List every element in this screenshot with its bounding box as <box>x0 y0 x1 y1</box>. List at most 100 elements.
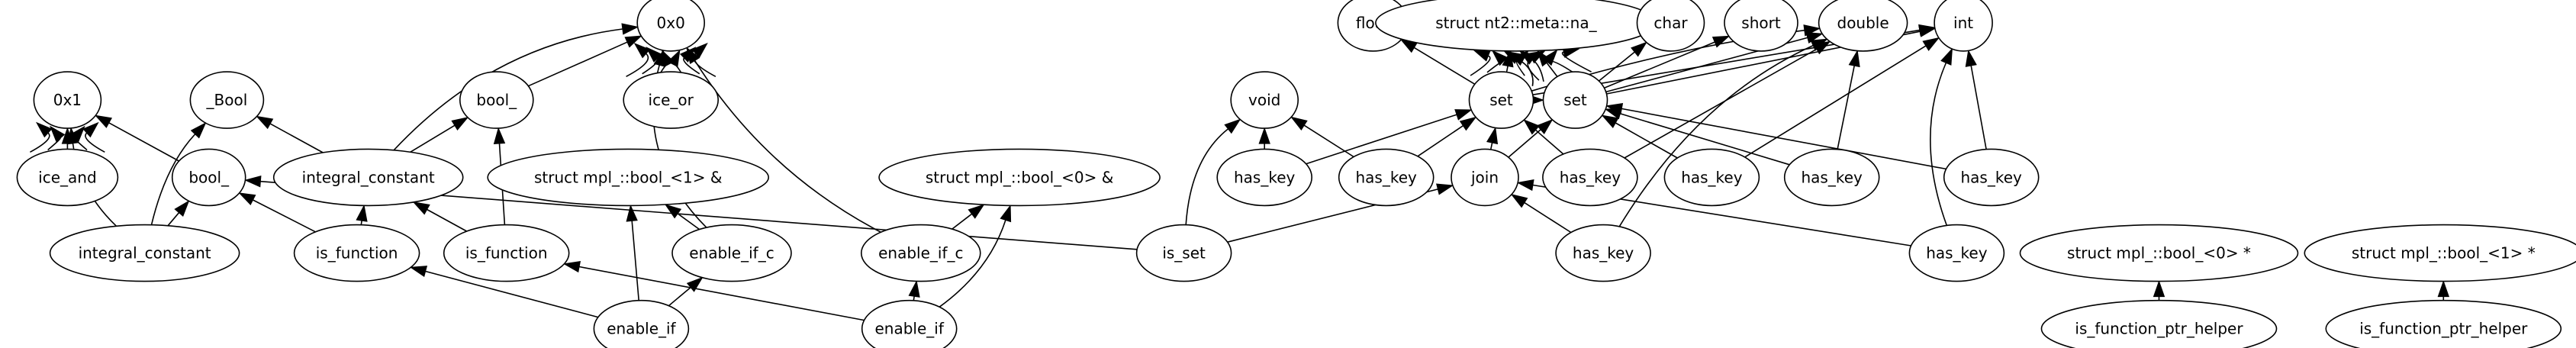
graph-node-fn-ptr-helper-1[interactable]: is_function_ptr_helper <box>2040 299 2278 348</box>
graph-node-enable-if-c-2[interactable]: enable_if_c <box>861 224 981 282</box>
edge-line <box>939 220 1006 308</box>
graph-node-enable-if-1[interactable]: enable_if <box>593 299 690 348</box>
edge-line <box>1546 62 1558 77</box>
arrow-head-icon <box>621 23 639 35</box>
graph-node-has-key-8[interactable]: has_key <box>1908 224 2005 282</box>
node-label: char <box>1653 14 1688 32</box>
edge-line <box>952 213 972 230</box>
dependency-edge <box>686 47 881 233</box>
graph-node-has-key-7[interactable]: has_key <box>1555 224 1651 282</box>
graph-node-enable-if-2[interactable]: enable_if <box>861 299 958 348</box>
arrow-head-icon <box>493 127 506 145</box>
node-label: has_key <box>1560 168 1621 186</box>
graph-node-mpl-bool1-ref[interactable]: struct mpl_::bool_<1> & <box>487 148 770 207</box>
edge-line <box>1303 124 1354 158</box>
graph-node-is-function-1[interactable]: is_function <box>293 224 420 282</box>
graph-node-fn-ptr-helper-2[interactable]: is_function_ptr_helper <box>2325 299 2562 348</box>
graph-node-na[interactable]: struct nt2::meta::na_ <box>1375 0 1657 52</box>
graph-node-0x1[interactable]: 0x1 <box>33 71 102 129</box>
graph-node-mpl-bool0-ref[interactable]: struct mpl_::bool_<0> & <box>878 148 1161 207</box>
graph-node-ice-and[interactable]: ice_and <box>16 148 119 207</box>
node-ellipse <box>171 148 246 207</box>
graph-node-double[interactable]: double <box>1818 0 1908 52</box>
node-ellipse <box>1943 148 2040 207</box>
node-ellipse <box>623 71 720 129</box>
graph-node-short[interactable]: short <box>1724 0 1798 52</box>
dependency-edge <box>393 23 639 151</box>
arrow-head-icon <box>1803 24 1821 37</box>
arrow-head-icon <box>1965 49 1977 67</box>
graph-node-has-key-3[interactable]: has_key <box>1542 148 1638 207</box>
graph-node-is-function-2[interactable]: is_function <box>443 224 570 282</box>
graph-node-0x0[interactable]: 0x0 <box>636 0 705 52</box>
arrow-head-icon <box>646 47 662 63</box>
edge-line <box>393 28 623 151</box>
arrow-head-icon <box>626 204 638 222</box>
arrow-head-icon <box>968 204 985 219</box>
dependency-edge <box>410 117 469 153</box>
node-label: int <box>1953 14 1973 32</box>
graph-node-int-const-left[interactable]: integral_constant <box>49 224 240 282</box>
node-label: bool_ <box>188 168 230 186</box>
edge-line <box>1618 44 1814 227</box>
graph-node-ice-or[interactable]: ice_or <box>623 71 720 129</box>
graph-node-mpl-bool0-ptr[interactable]: struct mpl_::bool_<0> * <box>2019 224 2299 282</box>
arrow-head-icon <box>908 280 920 298</box>
graph-node-mpl-bool1-ptr[interactable]: struct mpl_::bool_<1> * <box>2304 224 2576 282</box>
graph-node-is-set[interactable]: is_set <box>1135 224 1232 282</box>
dependency-edge <box>664 204 700 230</box>
node-ellipse <box>1338 148 1435 207</box>
node-label: enable_if <box>875 320 945 338</box>
arrow-head-icon <box>667 49 681 67</box>
node-ellipse <box>1663 148 1760 207</box>
graph-edges <box>30 23 2450 321</box>
graph-node-has-key-6[interactable]: has_key <box>1943 148 2040 207</box>
graph-node-enable-if-c-1[interactable]: enable_if_c <box>671 224 792 282</box>
edge-line <box>1413 47 1476 85</box>
dependency-edge <box>409 266 599 318</box>
arrow-head-icon <box>412 201 430 215</box>
dependency-edge <box>1258 127 1270 150</box>
node-label: is_set <box>1162 244 1206 263</box>
graph-node-has-key-1[interactable]: has_key <box>1216 148 1312 207</box>
arrow-head-icon <box>1000 204 1012 223</box>
graph-node-has-key-2[interactable]: has_key <box>1338 148 1435 207</box>
graph-node-has-key-4[interactable]: has_key <box>1663 148 1760 207</box>
graph-node-set-2[interactable]: set <box>1542 71 1608 129</box>
dependency-edge <box>1417 116 1477 157</box>
node-ellipse <box>593 299 690 348</box>
node-ellipse <box>1783 148 1880 207</box>
graph-node-void[interactable]: void <box>1230 71 1299 129</box>
node-ellipse <box>459 71 534 129</box>
dependency-edge <box>238 192 316 233</box>
edge-line <box>253 199 316 233</box>
edge-line <box>1524 201 1572 234</box>
arrow-head-icon <box>35 121 53 138</box>
node-ellipse <box>1908 224 2005 282</box>
graph-node-join[interactable]: join <box>1451 148 1519 207</box>
graph-node-set-1[interactable]: set <box>1468 71 1534 129</box>
graph-node-char[interactable]: char <box>1636 0 1705 52</box>
graph-node-bool-c[interactable]: _Bool <box>189 71 265 129</box>
arrow-head-icon <box>66 127 79 145</box>
dependency-edge <box>2153 280 2165 301</box>
arrow-head-icon <box>562 260 581 273</box>
node-ellipse <box>861 299 958 348</box>
edge-line <box>427 208 467 232</box>
node-ellipse <box>2040 299 2278 348</box>
graph-node-int[interactable]: int <box>1934 0 1993 52</box>
node-ellipse <box>1451 148 1519 207</box>
node-ellipse <box>272 148 464 207</box>
node-ellipse <box>33 71 102 129</box>
graph-node-bool-mid[interactable]: bool_ <box>459 71 534 129</box>
arrow-head-icon <box>664 204 682 219</box>
node-ellipse <box>189 71 265 129</box>
graph-node-int-const-mid[interactable]: integral_constant <box>272 148 464 207</box>
edge-line <box>1620 113 1790 166</box>
node-label: enable_if_c <box>878 244 963 263</box>
graph-node-bool-left[interactable]: bool_ <box>171 148 246 207</box>
dependency-edge <box>1837 50 1860 150</box>
edge-line <box>410 124 456 153</box>
graph-node-has-key-5[interactable]: has_key <box>1783 148 1880 207</box>
